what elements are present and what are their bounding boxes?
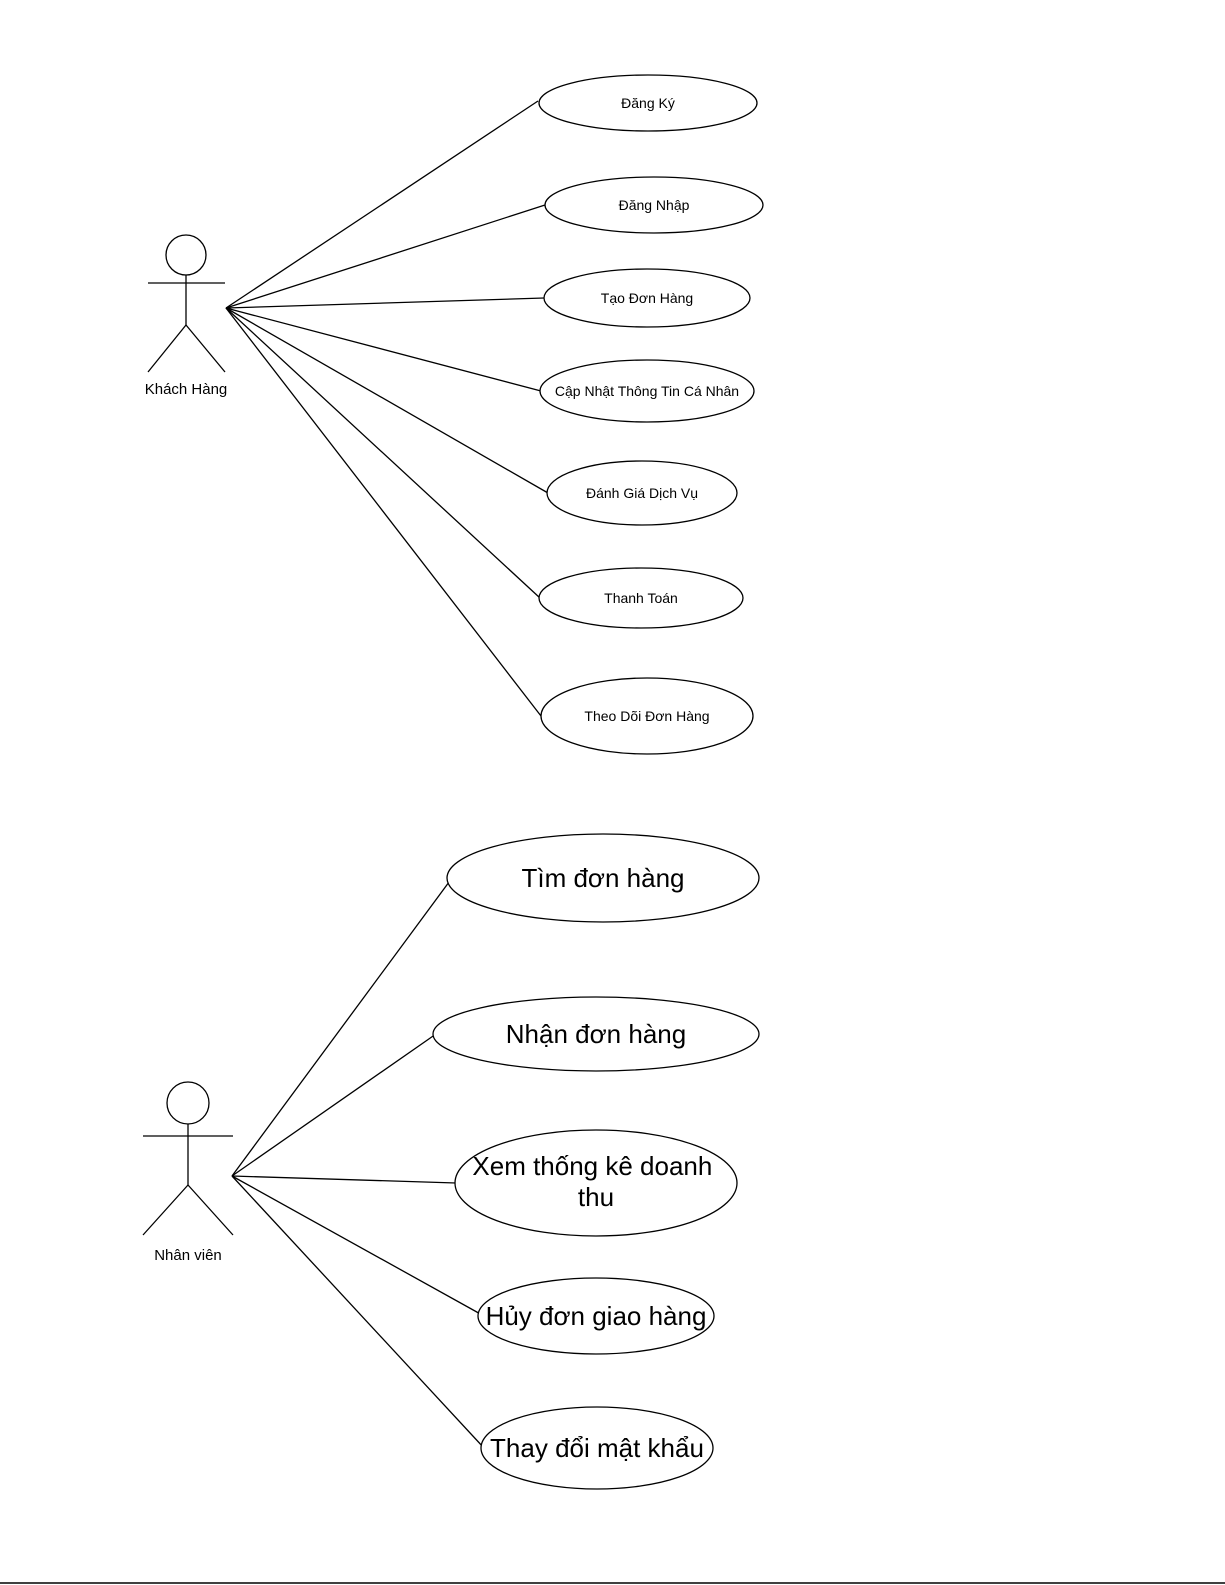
association-line-find-order <box>232 878 452 1176</box>
use-case-label: Đánh Giá Dịch Vụ <box>586 485 698 501</box>
staff-diagram: Nhân viên Tìm đơn hàng Nhận đơn hàng Xem… <box>143 834 759 1489</box>
association-line-register <box>226 101 538 308</box>
use-case-receive-order: Nhận đơn hàng <box>433 997 759 1071</box>
customer-diagram: Khách Hàng Đăng Ký Đăng Nhập Tạo Đơn Hàn… <box>145 75 763 754</box>
association-line-receive-order <box>232 1034 436 1176</box>
use-case-label: Tìm đơn hàng <box>521 863 684 893</box>
association-line-payment <box>226 308 540 598</box>
use-case-label-line-2: thu <box>578 1182 614 1212</box>
association-line-change-password <box>232 1176 484 1448</box>
association-line-login <box>226 205 545 308</box>
actor-staff: Nhân viên <box>143 1082 233 1264</box>
actor-right-leg <box>188 1185 233 1235</box>
use-case-revenue-stats: Xem thống kê doanh thu <box>455 1130 737 1236</box>
use-case-track-order: Theo Dõi Đơn Hàng <box>541 678 753 754</box>
actor-right-leg <box>186 325 225 372</box>
actor-customer: Khách Hàng <box>145 235 228 398</box>
use-case-rate-service: Đánh Giá Dịch Vụ <box>547 461 737 525</box>
actor-left-leg <box>143 1185 188 1235</box>
actor-label: Nhân viên <box>154 1247 222 1264</box>
use-case-create-order: Tạo Đơn Hàng <box>544 269 750 327</box>
use-case-label-line-1: Xem thống kê doanh <box>472 1151 712 1181</box>
use-case-label: Đăng Ký <box>621 95 675 111</box>
association-line-cancel-delivery <box>232 1176 484 1316</box>
use-case-label: Thanh Toán <box>604 590 678 606</box>
use-case-register: Đăng Ký <box>539 75 757 131</box>
actor-label: Khách Hàng <box>145 381 228 398</box>
actor-head <box>167 1082 209 1124</box>
association-line-update-profile <box>226 308 541 391</box>
actor-head <box>166 235 206 275</box>
use-case-label: Nhận đơn hàng <box>506 1019 686 1049</box>
use-case-login: Đăng Nhập <box>545 177 763 233</box>
use-case-label: Tạo Đơn Hàng <box>601 290 693 306</box>
use-case-update-profile: Cập Nhật Thông Tin Cá Nhân <box>540 360 754 422</box>
use-case-label: Theo Dõi Đơn Hàng <box>584 708 709 724</box>
use-case-label: Thay đổi mật khẩu <box>490 1433 704 1463</box>
association-line-track-order <box>226 308 541 716</box>
use-case-label: Hủy đơn giao hàng <box>486 1301 707 1331</box>
association-line-create-order <box>226 298 544 308</box>
use-case-label: Đăng Nhập <box>619 197 690 213</box>
use-case-cancel-delivery: Hủy đơn giao hàng <box>478 1278 714 1354</box>
use-case-find-order: Tìm đơn hàng <box>447 834 759 922</box>
actor-left-leg <box>148 325 186 372</box>
use-case-label: Cập Nhật Thông Tin Cá Nhân <box>555 383 739 399</box>
association-line-rate-service <box>226 308 548 493</box>
use-case-payment: Thanh Toán <box>539 568 743 628</box>
use-case-change-password: Thay đổi mật khẩu <box>481 1407 713 1489</box>
association-line-revenue-stats <box>232 1176 456 1183</box>
